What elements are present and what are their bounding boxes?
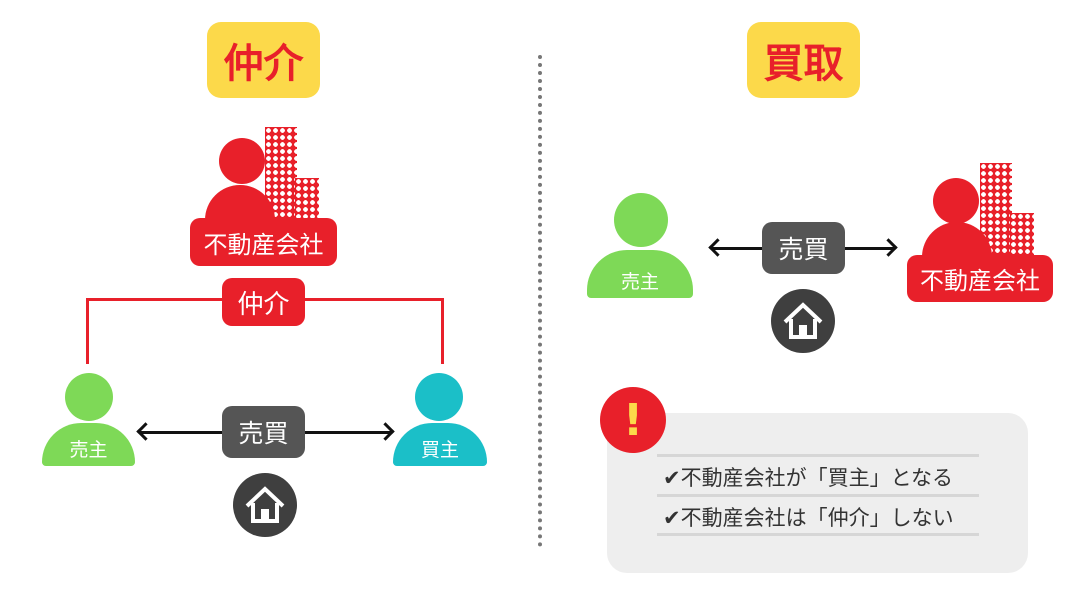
house-icon [771,289,835,353]
rule [657,494,979,497]
seller-head-icon [614,193,668,247]
note-box [607,413,1028,573]
buyer-head-icon [415,373,463,421]
rule [657,533,979,536]
right-title: 買取 [747,22,860,98]
trade-label: 売買 [222,406,305,458]
seller-label: 売主 [587,250,693,298]
note-item: ✔不動産会社が「買主」となる [663,465,953,490]
trade-label: 売買 [762,222,845,274]
company-label: 不動産会社 [190,218,337,266]
person-head-icon [933,178,979,224]
exclamation-icon: ! [600,387,666,453]
building-icon [1010,213,1034,258]
rule [657,454,979,457]
note-item: ✔不動産会社は「仲介」しない [663,505,954,530]
buyer-label: 買主 [393,423,487,466]
seller-head-icon [65,373,113,421]
building-icon [295,178,319,222]
left-title: 仲介 [207,22,320,98]
person-head-icon [219,138,265,184]
house-icon [233,473,297,537]
divider [538,55,542,547]
seller-label: 売主 [42,423,135,466]
broker-label: 仲介 [222,278,305,326]
company-label: 不動産会社 [907,255,1053,302]
